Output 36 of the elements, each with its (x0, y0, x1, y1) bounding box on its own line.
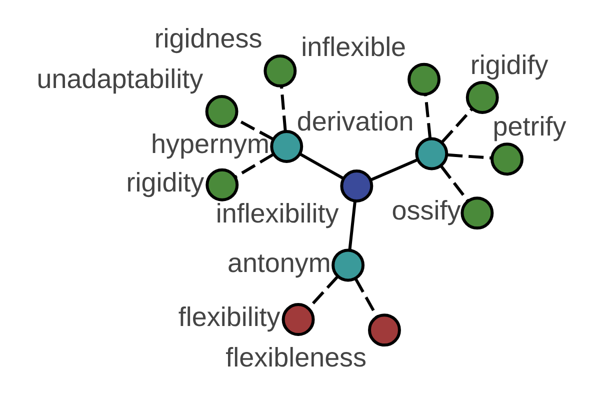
connector (424, 94, 432, 138)
connector (235, 152, 274, 178)
node-circle (460, 196, 494, 230)
node-label: ossify (392, 195, 461, 226)
node-label: rigidity (126, 166, 204, 197)
node-circle (340, 169, 374, 202)
connector (354, 278, 378, 317)
node-label: derivation (296, 106, 414, 136)
node-circle (415, 136, 448, 170)
node-label: antonym (227, 247, 331, 278)
connector (440, 164, 469, 201)
node-circle (408, 62, 441, 96)
connector (299, 152, 344, 180)
node-circle (205, 94, 238, 128)
node-circle (368, 313, 401, 346)
node-circle (332, 248, 365, 282)
node-label: unadaptability (36, 64, 204, 94)
node-circle (282, 302, 315, 336)
node-label: petrify (492, 111, 566, 142)
node-label: inflexible (301, 31, 406, 62)
node-label: hypernym (151, 128, 270, 159)
connector (441, 107, 474, 142)
node-circle (490, 142, 524, 176)
node-circle (206, 168, 239, 201)
node-label: flexibility (178, 302, 280, 332)
node-label: rigidify (470, 50, 548, 80)
node-label: inflexibility (216, 198, 339, 228)
node-label: flexibleness (226, 342, 367, 372)
node-circle (466, 80, 499, 114)
node-label: rigidness (154, 23, 262, 54)
connector (448, 152, 492, 159)
connector (348, 200, 356, 250)
connector (280, 85, 287, 130)
node-circle (270, 130, 304, 162)
node-circle (264, 54, 297, 87)
connector (370, 158, 418, 181)
